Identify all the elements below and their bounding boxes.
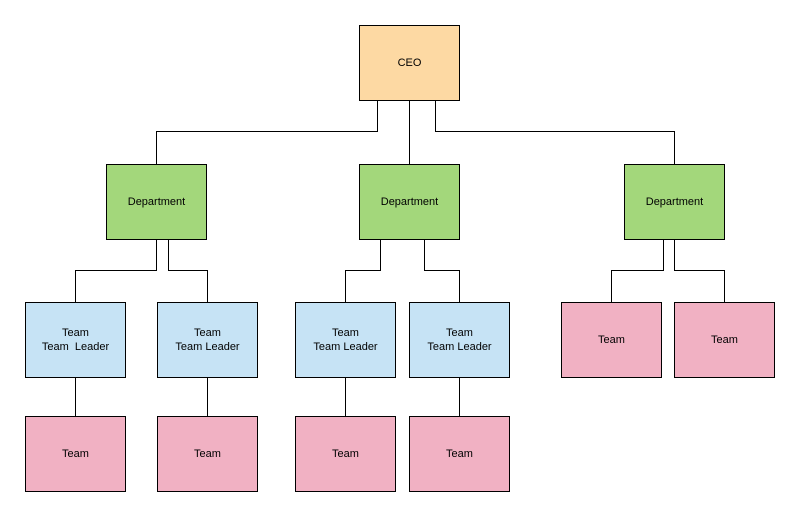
node-team-leader-2: Team Team Leader: [157, 302, 258, 378]
node-team-2-label: Team: [194, 448, 221, 460]
node-department-1-label: Department: [127, 196, 186, 208]
node-team-3-label: Team: [332, 448, 359, 460]
node-team-1-label: Team: [62, 448, 89, 460]
node-team-6-label: Team: [711, 334, 738, 346]
connector-dept-3-team-5: [611, 240, 664, 302]
node-team-leader-3: Team Team Leader: [295, 302, 396, 378]
node-department-3-label: Department: [645, 196, 704, 208]
connector-dept-2-lead-4: [424, 240, 460, 302]
connector-ceo-dept-1: [156, 101, 378, 164]
node-department-1: Department: [106, 164, 207, 240]
node-team-leader-4: Team Team Leader: [409, 302, 510, 378]
node-team-leader-1-line2: Team Leader: [41, 341, 110, 353]
node-team-4-label: Team: [446, 448, 473, 460]
node-team-leader-4-line1: Team: [446, 327, 473, 339]
node-team-3: Team: [295, 416, 396, 492]
node-team-leader-2-line1: Team: [194, 327, 221, 339]
node-department-2-label: Department: [380, 196, 439, 208]
node-team-leader-3-line2: Team Leader: [313, 341, 378, 353]
node-team-2: Team: [157, 416, 258, 492]
node-team-1: Team: [25, 416, 126, 492]
node-department-3: Department: [624, 164, 725, 240]
node-department-2: Department: [359, 164, 460, 240]
node-team-6: Team: [674, 302, 775, 378]
node-team-leader-3-line1: Team: [332, 327, 359, 339]
connector-dept-2-lead-3: [345, 240, 381, 302]
node-team-leader-4-line2: Team Leader: [427, 341, 492, 353]
node-team-leader-2-line2: Team Leader: [175, 341, 240, 353]
node-team-leader-1: Team Team Leader: [25, 302, 126, 378]
connector-dept-3-team-6: [674, 240, 725, 302]
connector-dept-1-lead-2: [168, 240, 208, 302]
node-team-4: Team: [409, 416, 510, 492]
node-ceo: CEO: [359, 25, 460, 101]
connector-dept-1-lead-1: [75, 240, 157, 302]
node-team-5-label: Team: [598, 334, 625, 346]
node-team-leader-1-line1: Team: [62, 327, 89, 339]
node-team-5: Team: [561, 302, 662, 378]
node-ceo-label: CEO: [397, 57, 422, 69]
connector-ceo-dept-3: [435, 101, 675, 164]
